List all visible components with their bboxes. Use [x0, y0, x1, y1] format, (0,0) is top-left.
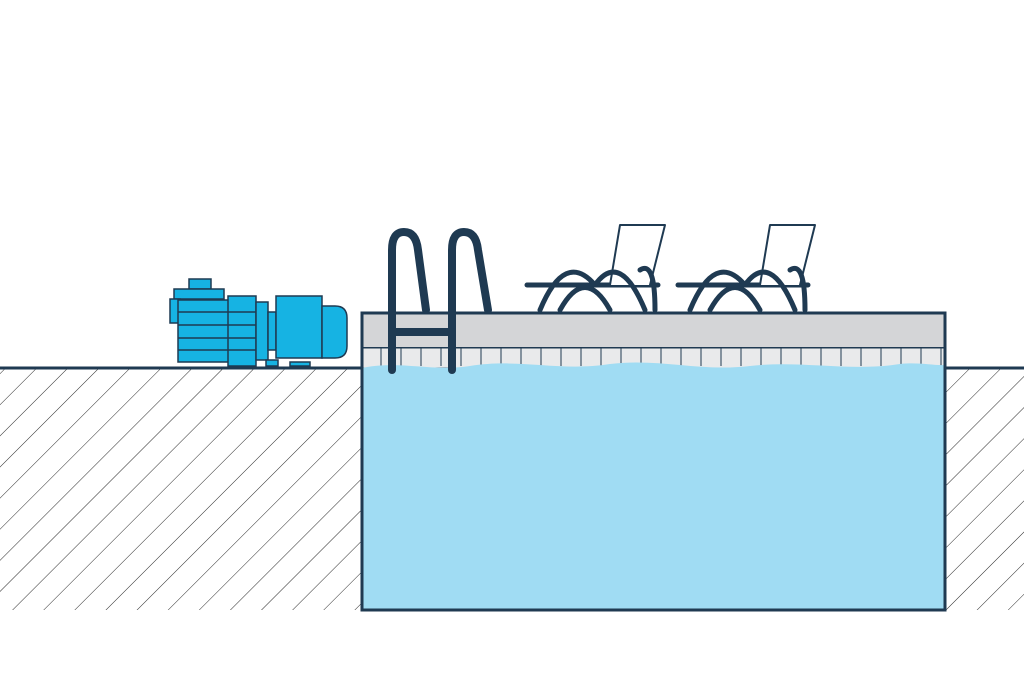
pool-water — [362, 362, 945, 610]
pool-outline — [360, 311, 947, 612]
pool-ladder-icon — [388, 227, 492, 374]
sun-lounger-icon — [675, 224, 816, 313]
ground-right — [945, 368, 1024, 610]
sun-lounger-icon — [524, 224, 666, 313]
ground-left — [0, 368, 362, 610]
pool-pump-icon — [169, 278, 348, 367]
